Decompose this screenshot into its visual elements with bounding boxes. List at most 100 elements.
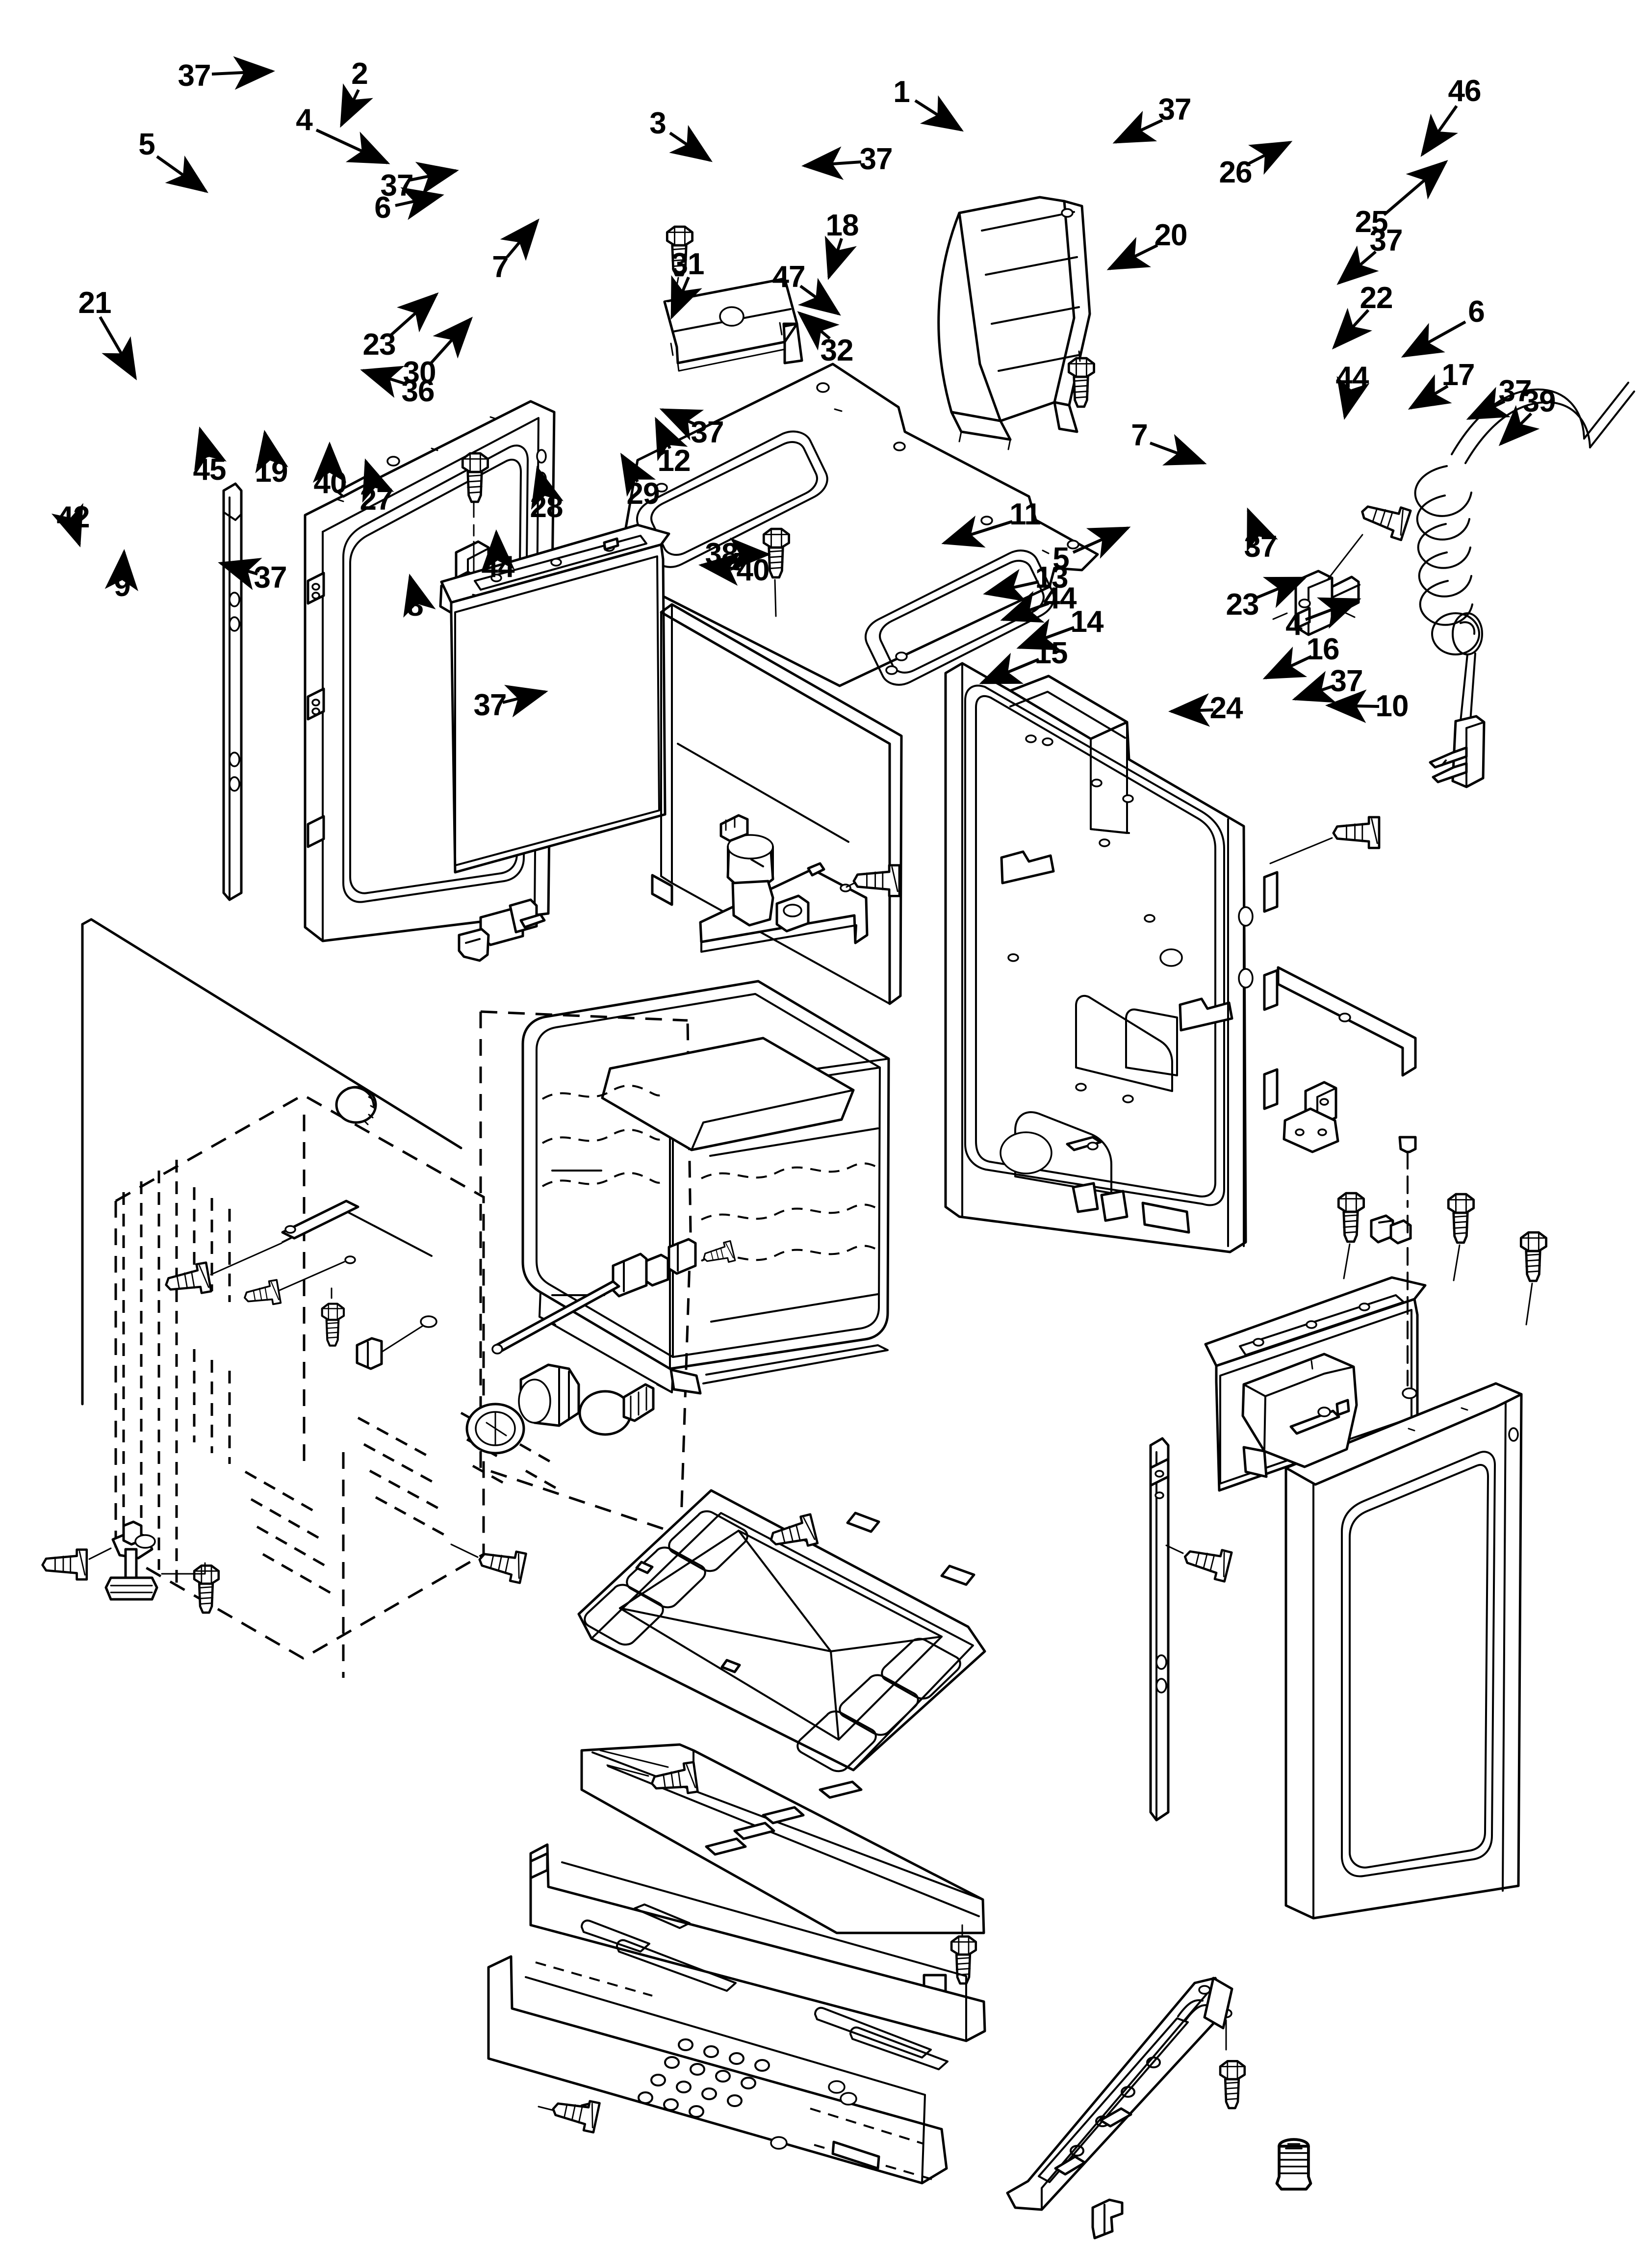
part-16-glide-rail <box>1006 1977 1233 2211</box>
part-6-right-hinge <box>1283 1081 1339 1153</box>
callout-37: 37 <box>1158 93 1192 127</box>
part-45-screw <box>163 1242 282 1299</box>
part-4-right-door <box>1284 1382 1523 1920</box>
callout-37: 37 <box>1244 530 1278 564</box>
callout-29: 29 <box>626 477 660 511</box>
callout-10: 10 <box>1375 689 1409 723</box>
part-13-drip-pan <box>580 1743 985 1934</box>
callout-31: 31 <box>671 247 705 281</box>
leader-line-37 <box>1466 387 1511 420</box>
leader-line-31 <box>670 275 702 320</box>
part-5-right-trim <box>1149 1437 1170 1822</box>
leader-line-7 <box>1149 434 1207 466</box>
leader-line-37 <box>211 56 275 90</box>
callout-37: 37 <box>473 688 507 722</box>
leader-line-7 <box>500 218 539 261</box>
callout-37: 37 <box>1369 224 1403 258</box>
screw-37-backguard <box>1069 350 1094 407</box>
leader-line-47 <box>797 278 841 316</box>
leader-line-18 <box>824 235 857 280</box>
leader-line-45 <box>194 426 227 471</box>
callout-30: 30 <box>403 356 436 390</box>
callout-19: 19 <box>255 455 288 489</box>
callout-22: 22 <box>1360 281 1393 315</box>
leader-line-42 <box>51 503 83 547</box>
callout-40: 40 <box>313 466 347 500</box>
callout-46: 46 <box>1448 74 1482 108</box>
callout-20: 20 <box>1154 218 1188 252</box>
part-11-grate <box>577 1489 986 1773</box>
part-5-left-trim <box>222 482 243 901</box>
leader-line-36 <box>360 365 406 398</box>
leader-line-27 <box>362 458 394 503</box>
leader-line-10 <box>1325 689 1380 723</box>
leader-line-40 <box>698 552 742 586</box>
screw-37-bottom-panel <box>538 2094 599 2132</box>
callout-24: 24 <box>1209 691 1243 725</box>
callout-37: 37 <box>691 416 724 449</box>
part-32-latch-assembly <box>699 814 869 953</box>
screw-37-right-trim <box>1165 1542 1232 1582</box>
callout-21: 21 <box>78 286 112 320</box>
leader-line-15 <box>979 652 1040 684</box>
callout-42: 42 <box>56 500 90 534</box>
leader-line-6 <box>1401 320 1466 358</box>
leader-line-37 <box>218 558 262 590</box>
leader-line-3 <box>669 125 713 162</box>
part-23-right-strike <box>1241 1214 1412 1478</box>
callout-47: 47 <box>772 260 806 294</box>
leader-line-39 <box>1498 405 1540 446</box>
screw-39-door <box>1521 1232 1546 1326</box>
screw-40-pan <box>606 1762 698 1798</box>
leader-line-6 <box>395 187 444 220</box>
callout-40: 40 <box>736 553 770 587</box>
leader-line-44 <box>481 529 515 572</box>
callout-23: 23 <box>362 328 396 362</box>
part-18-liner-wrap <box>651 603 903 1005</box>
callout-37: 37 <box>1330 664 1363 698</box>
part-29-bulb <box>578 1383 655 1436</box>
callout-6: 6 <box>374 191 391 225</box>
callout-11: 11 <box>1009 497 1041 531</box>
leader-line-8 <box>403 574 436 618</box>
leader-line-5 <box>1072 526 1131 559</box>
callout-37: 37 <box>1498 374 1532 408</box>
leader-line-24 <box>1168 693 1214 727</box>
callout-16: 16 <box>1306 632 1340 666</box>
part-9-foot <box>104 1520 158 1601</box>
leader-line-37 <box>410 161 459 195</box>
part-30-clip <box>458 898 546 962</box>
part-24-clip <box>1091 2198 1124 2240</box>
part-44-screw-left <box>450 1544 526 1583</box>
leader-line-20 <box>1106 236 1158 270</box>
leader-line-14 <box>1016 619 1075 651</box>
leader-line-25 <box>1383 160 1448 216</box>
callout-2: 2 <box>351 57 368 91</box>
callout-15: 15 <box>1034 636 1068 670</box>
leader-line-37 <box>1336 245 1379 285</box>
callout-37: 37 <box>859 142 893 176</box>
leader-lines <box>51 56 1540 727</box>
callout-37: 37 <box>178 59 211 93</box>
part-12-sensor <box>491 1238 697 1355</box>
screw-17-pin <box>1398 1136 1417 1399</box>
screw-47 <box>846 865 899 896</box>
callout-27: 27 <box>359 483 393 517</box>
callout-3: 3 <box>649 106 666 140</box>
screw-37-door-right <box>1448 1194 1473 1281</box>
callout-44: 44 <box>1335 361 1369 394</box>
leader-line-28 <box>531 466 564 510</box>
callout-37: 37 <box>380 169 414 203</box>
part-10-leg <box>1277 2139 1311 2189</box>
part-22-side-rail <box>1277 966 1417 1077</box>
leader-line-13 <box>983 569 1039 602</box>
leader-line-23 <box>1254 576 1308 608</box>
leader-line-22 <box>1332 308 1372 350</box>
callout-44: 44 <box>481 550 515 584</box>
callout-12: 12 <box>657 444 691 478</box>
leader-line-37 <box>1112 110 1163 144</box>
screw-37-foot <box>161 1562 219 1613</box>
callout-7: 7 <box>492 250 509 284</box>
